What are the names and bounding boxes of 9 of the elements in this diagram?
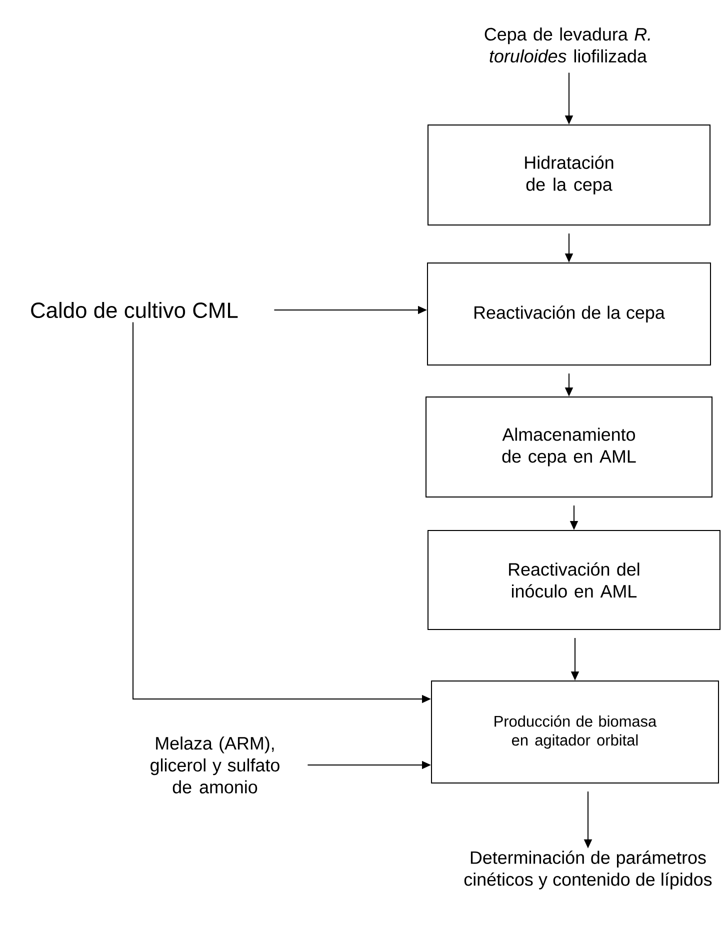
process-box: Almacenamiento de cepa en AML	[426, 396, 712, 498]
input-label: Cepa de levadura R. toruloides liofilizada	[484, 27, 650, 63]
process-box: Hidratación de la cepa	[428, 124, 710, 226]
process-box: Reactivación del inóculo en AML	[428, 530, 720, 630]
input-label: Melaza (ARM), glicerol y sulfato de amonio	[150, 736, 280, 794]
output-label: Determinación de parámetros cinéticos y contenido de lípidos	[464, 850, 712, 890]
process-box: Reactivación de la cepa	[427, 262, 711, 366]
process-box: Producción de biomasa en agitador orbital	[431, 680, 719, 784]
input-label: Caldo de cultivo CML	[31, 302, 238, 318]
